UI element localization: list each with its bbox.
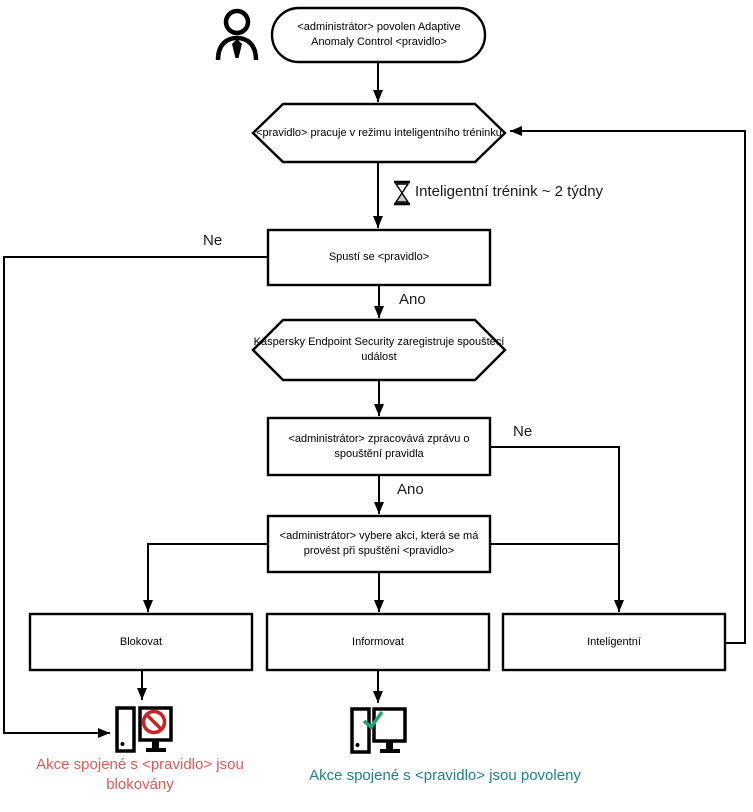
- pc-tower: [115, 706, 136, 753]
- connector-trigger-no-blocked: [3, 256, 268, 738]
- edge-label-review-yes: Ano: [397, 481, 424, 498]
- node-start-shape: [270, 6, 487, 64]
- pc-stand: [386, 741, 393, 749]
- node-training-shape: [251, 102, 507, 164]
- node-trigger-label: Spustí se <pravidlo>: [328, 251, 430, 264]
- node-register-label: Kaspersky Endpoint Security zaregistruje…: [253, 336, 505, 363]
- node-trigger-shape: [266, 228, 492, 287]
- pc-tower: [350, 707, 371, 754]
- training-duration-label: Inteligentní trénink ~ 2 týdny: [415, 183, 604, 200]
- node-start-label: <administrátor> povolen Adaptive Anomaly…: [297, 21, 461, 48]
- pc-base: [146, 748, 166, 752]
- outcome-allowed-caption: Akce spojené s <pravidlo> jsou povoleny: [309, 767, 581, 784]
- computer-blocked-icon: [115, 706, 173, 753]
- prohibition-slash: [145, 713, 163, 731]
- node-smart-shape: [501, 612, 727, 672]
- connector-choose-block: [143, 543, 268, 612]
- node-smart-label: Inteligentní: [587, 635, 641, 648]
- prohibition-circle: [141, 709, 167, 735]
- check-mark: [362, 710, 384, 730]
- pc-base: [380, 749, 400, 753]
- connectors: [3, 62, 746, 738]
- node-shapes: [28, 6, 727, 672]
- node-block-shape: [28, 612, 254, 672]
- connector-smart-loop-training: [510, 126, 746, 644]
- hourglass-top-glass: [394, 183, 410, 195]
- pc-tower-led: [355, 743, 360, 747]
- connector-review-no-smart: [490, 446, 624, 612]
- edge-label-trigger-yes: Ano: [399, 291, 426, 308]
- administrator-icon: [215, 8, 259, 61]
- pc-stand: [152, 740, 159, 748]
- node-choose-label: <administrátor> vybere akci, která se má…: [279, 530, 479, 557]
- node-block-label: Blokovat: [119, 635, 163, 648]
- edge-label-trigger-no: Ne: [203, 232, 223, 249]
- outcome-blocked-caption: Akce spojené s <pravidlo> jsou blokovány: [36, 756, 244, 794]
- edge-label-review-no: Ne: [513, 423, 533, 440]
- node-inform-label: Informovat: [352, 635, 404, 648]
- pc-tower-led: [120, 742, 125, 746]
- hourglass-bottom-glass: [394, 191, 410, 203]
- computer-allowed-icon: [350, 707, 407, 754]
- hourglass-icon: [394, 180, 410, 206]
- person-shoulders: [215, 35, 259, 61]
- node-register-shape: [251, 318, 507, 382]
- person-tie: [232, 39, 242, 58]
- node-choose-shape: [266, 514, 492, 574]
- node-training-label: <pravidlo> pracuje v režimu inteligentní…: [256, 126, 502, 139]
- node-review-label: <administrátor> zpracovává zprávu o spou…: [288, 432, 470, 460]
- person-head: [223, 8, 251, 36]
- node-inform-shape: [265, 612, 491, 672]
- node-review-shape: [266, 416, 492, 477]
